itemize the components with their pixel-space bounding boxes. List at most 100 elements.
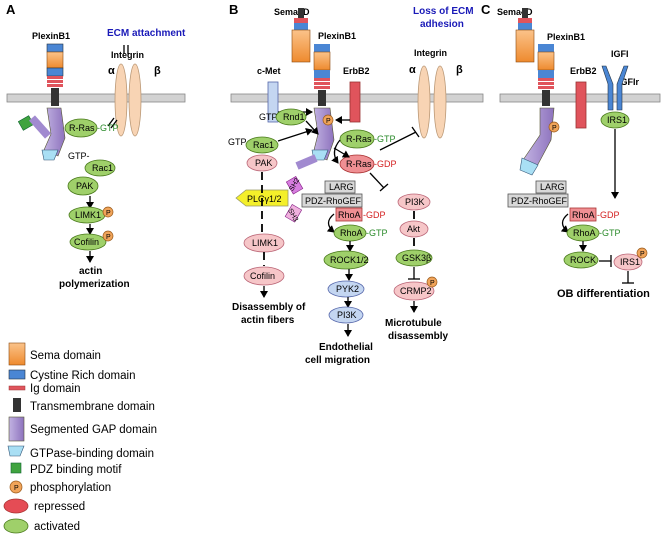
sh3-domain [284,204,303,223]
plexin-b-phospho-icon [322,114,334,126]
alpha-a-label: α [108,65,115,77]
panel-b-label: B [229,2,238,17]
pi3k-b-label: PI3K [405,197,425,207]
rhoa-gdp-b-label: RhoA [338,210,361,220]
rock-c-label: ROCK [570,255,596,265]
pdz-rhogef-b-label: PDZ-RhoGEF [305,196,362,206]
beta-a-label: β [154,65,161,77]
gtpase-binding-domain-icon [7,445,25,457]
larg-b-box [324,180,356,194]
rhoa-gtp-b-label: RhoA [340,228,363,238]
plexin-c-p: P [552,125,557,132]
segmented-gap-domain-icon [8,416,25,442]
cofilin-a-phospho-icon [102,230,114,242]
crmp2-p: P [430,280,435,287]
phosphorylation-icon [9,480,23,494]
transmembrane-domain-icon [13,398,21,412]
ob-differentiation-outcome: OB differentiation [557,288,650,300]
sema4d-ligand-c [515,8,535,63]
cmet-receptor [267,81,279,123]
integrin-a-label: Integrin [111,50,144,60]
legend-cystine: Cystine Rich domain [30,370,135,382]
rac1-b-node [245,136,279,154]
limk1-a-phospho-icon [102,206,114,218]
rhoa-gdp-c-label: RhoA [572,210,595,220]
erbb2-c-label: ErbB2 [570,66,597,76]
cystine-rich-domain-icon [8,369,26,380]
cofilin-a-node [69,233,107,251]
legend-repressed: repressed [34,501,85,513]
ig-domain-icon [8,385,26,391]
plexinb1-a-label: PlexinB1 [32,31,70,41]
pak-b-label: PAK [255,158,272,168]
irs1-phospho-icon [636,247,648,259]
microtubule-outcome-line1: Microtubule [385,318,442,329]
pdz-rhogef-c-label: PDZ-RhoGEF [511,196,568,206]
panel-a-label: A [6,2,16,17]
endothelial-outcome-line1: Endothelial [319,342,373,353]
plcg-label: PLCγ1/2 [247,194,282,204]
plexinb1-receptor-b [295,44,335,170]
sema4d-b-label: Sema4D [274,7,310,17]
rac1-b-label: Rac1 [253,140,274,150]
plexinb1-receptor-c [519,44,555,176]
rac1-a-label: Rac1 [92,163,113,173]
integrin-b [417,65,447,139]
erbb2-b-receptor [349,81,361,123]
rhoa-gdp-b-tag: -GDP [363,210,386,220]
rac1-a-gtp: GTP- [68,151,90,161]
microtubule-outcome-line2: disassembly [388,331,448,342]
pyk2-node [327,280,365,298]
rhoa-gdp-b-box [335,207,363,222]
akt-node [399,220,429,238]
rhoa-gtp-b-tag: -GTP [366,228,388,238]
beta-b-label: β [456,64,463,76]
irs1-p-p: P [640,251,645,258]
rac1-a-node [84,159,116,177]
loss-ecm-line2: adhesion [420,19,464,30]
pdz-binding-motif-icon [10,462,22,474]
pdz-rhogef-b-box [301,193,363,208]
legend-pdz: PDZ binding motif [30,464,122,476]
integrin-b-label: Integrin [414,48,447,58]
cofilin-a-label: Cofilin [74,237,99,247]
plexin-c-phospho-icon [548,121,560,133]
alpha-b-label: α [409,64,416,76]
limk1-a-p: P [106,210,111,217]
limk1-a-label: LIMK1 [75,210,101,220]
erbb2-c-receptor [575,81,587,129]
rras-gtp-b-tag: -GTP [374,134,396,144]
pi3k-b-node [397,193,431,211]
membrane-a [6,93,186,103]
rras-a-node [64,118,98,138]
limk1-b-label: LIMK1 [252,238,278,248]
igf1-label: IGFI [611,49,629,59]
pyk2-label: PYK2 [336,284,359,294]
activated-icon [3,518,29,534]
rras-gtp-b-label: R-Ras [346,134,372,144]
rras-gdp-b-label: R-Ras [346,159,372,169]
loss-ecm-line1: Loss of ECM [413,6,474,17]
irs1-c-node [600,111,630,129]
rac1-b-gtp: GTP- [228,137,250,147]
plexinb1-b-label: PlexinB1 [318,31,356,41]
igf1r-receptor [601,65,629,111]
pi3k-b-mid-label: PI3K [337,310,357,320]
akt-label: Akt [407,224,421,234]
sema4d-ligand-b [291,8,311,63]
erbb2-b-label: ErbB2 [343,66,370,76]
rras-gdp-b-node [339,154,375,174]
rras-a-gtp: -GTP [97,123,119,133]
legend-sema: Sema domain [30,350,101,362]
ecm-attachment-label: ECM attachment [107,28,186,39]
larg-c-label: LARG [540,182,565,192]
cmet-label: c-Met [257,66,281,76]
rhoa-gtp-c-label: RhoA [573,228,596,238]
rhoa-gtp-c-tag: -GTP [599,228,621,238]
legend-ig: Ig domain [30,383,81,395]
pak-a-node [67,176,99,196]
crmp2-label: CRMP2 [400,286,432,296]
igf1r-label: IGFIr [618,77,639,87]
cofilin-a-p: P [106,234,111,241]
